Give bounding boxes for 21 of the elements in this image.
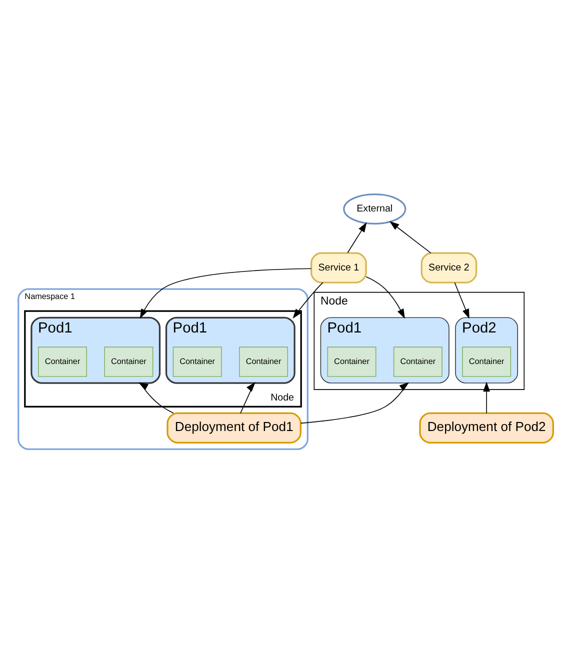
node-box: Deployment of Pod2 [419,412,554,443]
node-ellipse: External [343,192,406,224]
arrow [140,268,312,318]
node-box: Container [38,346,88,376]
node-box: Container [462,346,512,376]
node-box: Container [239,346,288,376]
node-box: Container [327,346,376,376]
arrow [389,220,432,253]
arrow [138,382,174,414]
node-box: Container [172,346,222,376]
arrow [454,282,470,318]
node-box: Container [104,346,154,376]
arrow [240,382,256,414]
node-box: Container [393,346,442,376]
arrow [347,222,367,253]
node-box: Service 1 [310,252,367,283]
node-box: Deployment of Pod1 [166,412,302,443]
node-box: Service 2 [420,252,478,283]
arrow [366,276,405,318]
arrow [483,381,490,414]
arrow [292,282,324,318]
